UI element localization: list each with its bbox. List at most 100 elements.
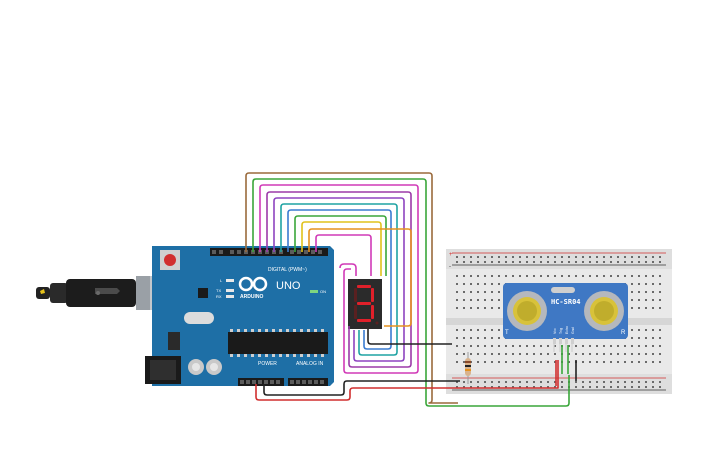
breadboard-hole[interactable] bbox=[526, 386, 528, 388]
breadboard-hole[interactable] bbox=[645, 261, 647, 263]
breadboard-hole[interactable] bbox=[463, 307, 465, 309]
breadboard-hole[interactable] bbox=[638, 275, 640, 277]
breadboard-hole[interactable] bbox=[631, 353, 633, 355]
breadboard-hole[interactable] bbox=[477, 307, 479, 309]
breadboard-hole[interactable] bbox=[519, 261, 521, 263]
breadboard-hole[interactable] bbox=[652, 381, 654, 383]
breadboard-hole[interactable] bbox=[533, 275, 535, 277]
breadboard-hole[interactable] bbox=[638, 329, 640, 331]
breadboard-hole[interactable] bbox=[512, 353, 514, 355]
breadboard-hole[interactable] bbox=[540, 386, 542, 388]
breadboard-hole[interactable] bbox=[505, 361, 507, 363]
breadboard-hole[interactable] bbox=[554, 361, 556, 363]
breadboard-hole[interactable] bbox=[561, 386, 563, 388]
breadboard-hole[interactable] bbox=[624, 261, 626, 263]
breadboard-hole[interactable] bbox=[617, 275, 619, 277]
breadboard-hole[interactable] bbox=[491, 337, 493, 339]
breadboard-hole[interactable] bbox=[526, 361, 528, 363]
breadboard-hole[interactable] bbox=[547, 361, 549, 363]
breadboard-hole[interactable] bbox=[568, 353, 570, 355]
breadboard-hole[interactable] bbox=[526, 275, 528, 277]
breadboard-hole[interactable] bbox=[456, 345, 458, 347]
breadboard-hole[interactable] bbox=[652, 353, 654, 355]
breadboard-hole[interactable] bbox=[477, 299, 479, 301]
breadboard-hole[interactable] bbox=[638, 353, 640, 355]
breadboard-hole[interactable] bbox=[526, 345, 528, 347]
breadboard-hole[interactable] bbox=[456, 307, 458, 309]
breadboard-hole[interactable] bbox=[652, 329, 654, 331]
breadboard-hole[interactable] bbox=[491, 291, 493, 293]
ultrasonic-sensor[interactable]: HC-SR04 T R Vcc Trig Echo Gnd bbox=[503, 283, 628, 344]
breadboard-hole[interactable] bbox=[652, 256, 654, 258]
breadboard-hole[interactable] bbox=[540, 361, 542, 363]
breadboard-hole[interactable] bbox=[631, 299, 633, 301]
breadboard-hole[interactable] bbox=[491, 307, 493, 309]
breadboard-hole[interactable] bbox=[596, 275, 598, 277]
breadboard-hole[interactable] bbox=[470, 307, 472, 309]
breadboard-hole[interactable] bbox=[477, 256, 479, 258]
breadboard-hole[interactable] bbox=[575, 381, 577, 383]
breadboard-hole[interactable] bbox=[659, 386, 661, 388]
breadboard-hole[interactable] bbox=[547, 386, 549, 388]
reset-button-icon[interactable] bbox=[160, 250, 180, 270]
breadboard-hole[interactable] bbox=[498, 261, 500, 263]
breadboard-hole[interactable] bbox=[610, 261, 612, 263]
breadboard-hole[interactable] bbox=[491, 261, 493, 263]
breadboard-hole[interactable] bbox=[631, 275, 633, 277]
breadboard-hole[interactable] bbox=[659, 299, 661, 301]
breadboard-hole[interactable] bbox=[652, 386, 654, 388]
breadboard-hole[interactable] bbox=[624, 256, 626, 258]
breadboard-hole[interactable] bbox=[533, 361, 535, 363]
breadboard-hole[interactable] bbox=[463, 256, 465, 258]
breadboard-hole[interactable] bbox=[540, 275, 542, 277]
breadboard-hole[interactable] bbox=[645, 307, 647, 309]
breadboard-hole[interactable] bbox=[645, 275, 647, 277]
breadboard-hole[interactable] bbox=[603, 361, 605, 363]
breadboard-hole[interactable] bbox=[456, 261, 458, 263]
breadboard-hole[interactable] bbox=[645, 291, 647, 293]
breadboard-hole[interactable] bbox=[638, 307, 640, 309]
breadboard-hole[interactable] bbox=[470, 337, 472, 339]
breadboard-hole[interactable] bbox=[603, 381, 605, 383]
breadboard-hole[interactable] bbox=[645, 256, 647, 258]
breadboard-hole[interactable] bbox=[505, 261, 507, 263]
breadboard-hole[interactable] bbox=[477, 353, 479, 355]
breadboard-hole[interactable] bbox=[456, 361, 458, 363]
breadboard-hole[interactable] bbox=[589, 256, 591, 258]
breadboard-hole[interactable] bbox=[652, 283, 654, 285]
breadboard-hole[interactable] bbox=[631, 329, 633, 331]
breadboard-hole[interactable] bbox=[631, 381, 633, 383]
breadboard-hole[interactable] bbox=[638, 345, 640, 347]
breadboard-hole[interactable] bbox=[610, 345, 612, 347]
breadboard-hole[interactable] bbox=[631, 291, 633, 293]
breadboard-hole[interactable] bbox=[596, 361, 598, 363]
breadboard-hole[interactable] bbox=[484, 345, 486, 347]
breadboard-hole[interactable] bbox=[463, 381, 465, 383]
breadboard-hole[interactable] bbox=[624, 275, 626, 277]
breadboard-hole[interactable] bbox=[505, 353, 507, 355]
breadboard-hole[interactable] bbox=[610, 381, 612, 383]
breadboard-hole[interactable] bbox=[610, 353, 612, 355]
breadboard-hole[interactable] bbox=[624, 381, 626, 383]
breadboard-hole[interactable] bbox=[477, 283, 479, 285]
breadboard-hole[interactable] bbox=[470, 353, 472, 355]
breadboard-hole[interactable] bbox=[624, 353, 626, 355]
breadboard-hole[interactable] bbox=[463, 353, 465, 355]
breadboard-hole[interactable] bbox=[533, 386, 535, 388]
breadboard-hole[interactable] bbox=[610, 361, 612, 363]
breadboard-hole[interactable] bbox=[561, 256, 563, 258]
breadboard-hole[interactable] bbox=[491, 353, 493, 355]
breadboard-hole[interactable] bbox=[547, 275, 549, 277]
breadboard-hole[interactable] bbox=[498, 386, 500, 388]
breadboard-hole[interactable] bbox=[463, 291, 465, 293]
breadboard-hole[interactable] bbox=[554, 386, 556, 388]
breadboard-hole[interactable] bbox=[484, 299, 486, 301]
breadboard-hole[interactable] bbox=[477, 329, 479, 331]
breadboard-hole[interactable] bbox=[491, 256, 493, 258]
breadboard-hole[interactable] bbox=[484, 291, 486, 293]
breadboard-hole[interactable] bbox=[484, 337, 486, 339]
breadboard-hole[interactable] bbox=[624, 361, 626, 363]
breadboard-hole[interactable] bbox=[568, 275, 570, 277]
breadboard-hole[interactable] bbox=[470, 381, 472, 383]
